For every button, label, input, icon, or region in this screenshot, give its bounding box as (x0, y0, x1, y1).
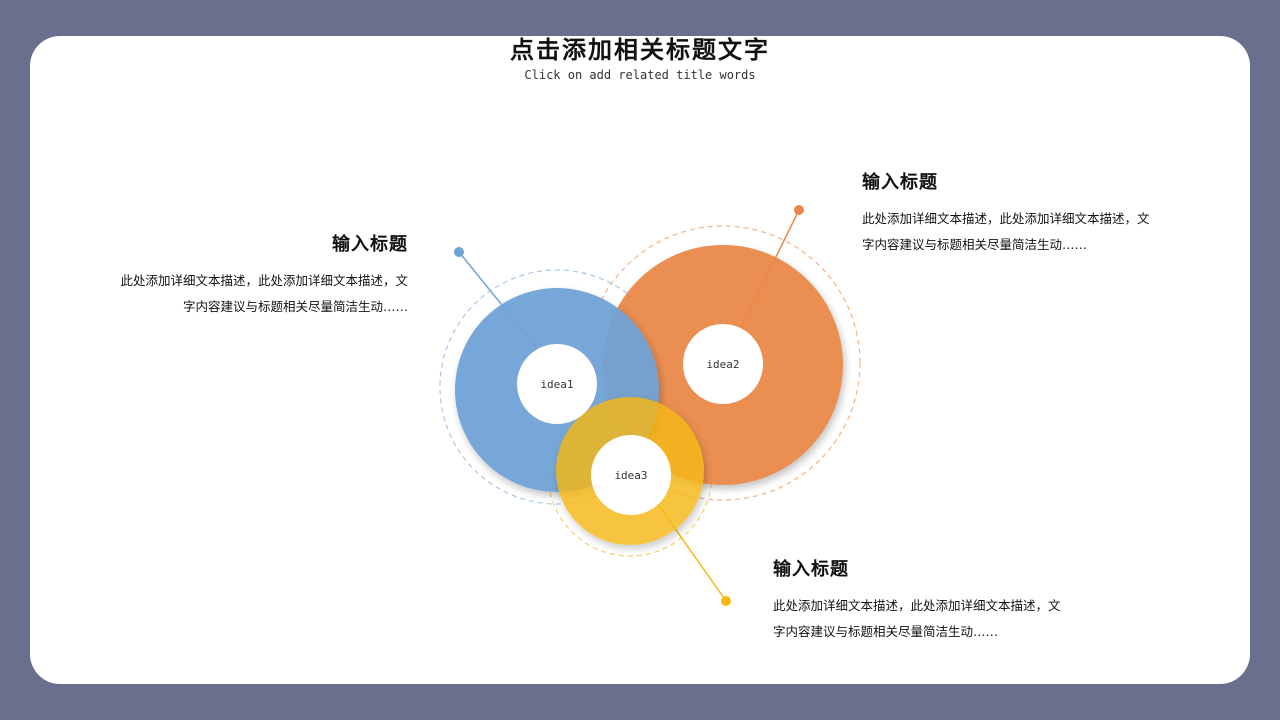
block-title: 输入标题 (773, 559, 849, 580)
block-title: 输入标题 (332, 234, 408, 255)
idea1-connector-dot (454, 247, 464, 257)
idea2-connector-dot (794, 205, 804, 215)
idea1-center (517, 344, 597, 424)
idea1-label: idea1 (540, 378, 573, 391)
idea2-center (683, 324, 763, 404)
block-description: 此处添加详细文本描述，此处添加详细文本描述，文字内容建议与标题相关尽量简洁生动…… (773, 598, 1061, 639)
page-subtitle: Click on add related title words (524, 68, 756, 82)
idea2-label: idea2 (706, 358, 739, 371)
page-title: 点击添加相关标题文字 (510, 35, 770, 64)
block-description: 此处添加详细文本描述，此处添加详细文本描述，文字内容建议与标题相关尽量简洁生动…… (862, 211, 1150, 252)
idea3-label: idea3 (614, 469, 647, 482)
idea3-connector-dot (721, 596, 731, 606)
text-block-top-right: 输入标题 此处添加详细文本描述，此处添加详细文本描述，文字内容建议与标题相关尽量… (862, 168, 1150, 258)
text-block-bottom-right: 输入标题 此处添加详细文本描述，此处添加详细文本描述，文字内容建议与标题相关尽量… (773, 555, 1061, 645)
idea3-center (591, 435, 671, 515)
text-block-left: 输入标题 此处添加详细文本描述，此处添加详细文本描述，文字内容建议与标题相关尽量… (120, 230, 408, 320)
block-title: 输入标题 (862, 172, 938, 193)
idea2-halo-ring (585, 225, 861, 501)
block-description: 此处添加详细文本描述，此处添加详细文本描述，文字内容建议与标题相关尽量简洁生动…… (120, 273, 408, 314)
